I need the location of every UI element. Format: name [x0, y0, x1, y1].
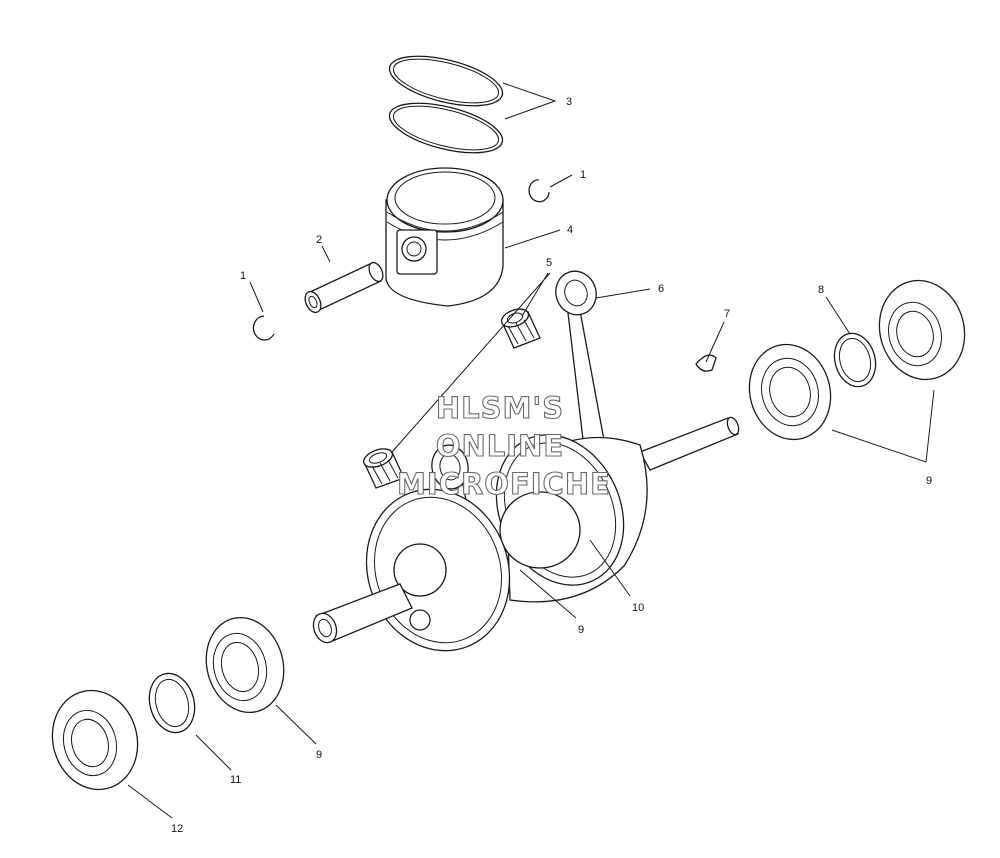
callout-7: 7: [724, 308, 730, 320]
piston: [385, 167, 504, 307]
callout-12: 12: [171, 823, 183, 835]
callout-9-right: 9: [926, 475, 932, 487]
connecting-rod-rear: [555, 270, 605, 449]
watermark: HLSM'S ONLINE MICROFICHE: [397, 390, 611, 501]
oil-seal-left: [51, 689, 139, 791]
main-bearing-left: [205, 616, 285, 714]
callout-8: 8: [818, 284, 824, 296]
needle-bearing-upper: [500, 308, 541, 349]
watermark-line-3: MICROFICHE: [397, 467, 611, 501]
callout-1-upper: 1: [580, 169, 586, 181]
callout-3: 3: [566, 96, 572, 108]
callout-11: 11: [230, 774, 241, 786]
crankshaft: [312, 416, 740, 652]
callout-9-left: 9: [316, 749, 322, 761]
callout-1-lower: 1: [240, 270, 246, 282]
woodruff-key: [695, 354, 717, 372]
wrist-pin: [304, 261, 384, 314]
callout-labels: 1 1 2 3 4 5 6 7 8 9 9 9 10 11 12: [171, 96, 932, 835]
spacer-ring-left: [148, 672, 196, 734]
piston-rings: [388, 55, 504, 154]
leader-lines: [127, 82, 935, 819]
callout-9-center: 9: [578, 624, 584, 636]
callout-10: 10: [632, 602, 644, 614]
callout-6: 6: [658, 283, 664, 295]
oil-seal-right: [878, 279, 966, 381]
needle-bearing-lower: [362, 448, 405, 489]
main-bearing-right: [748, 343, 832, 441]
watermark-line-2: ONLINE: [436, 429, 564, 463]
circlip-right: [528, 179, 550, 203]
watermark-line-1: HLSM'S: [436, 391, 564, 425]
callout-5: 5: [546, 257, 552, 269]
circlip-left: [252, 315, 275, 341]
callout-4: 4: [567, 224, 573, 236]
shim-ring-right: [833, 332, 877, 388]
callout-2: 2: [316, 234, 322, 246]
